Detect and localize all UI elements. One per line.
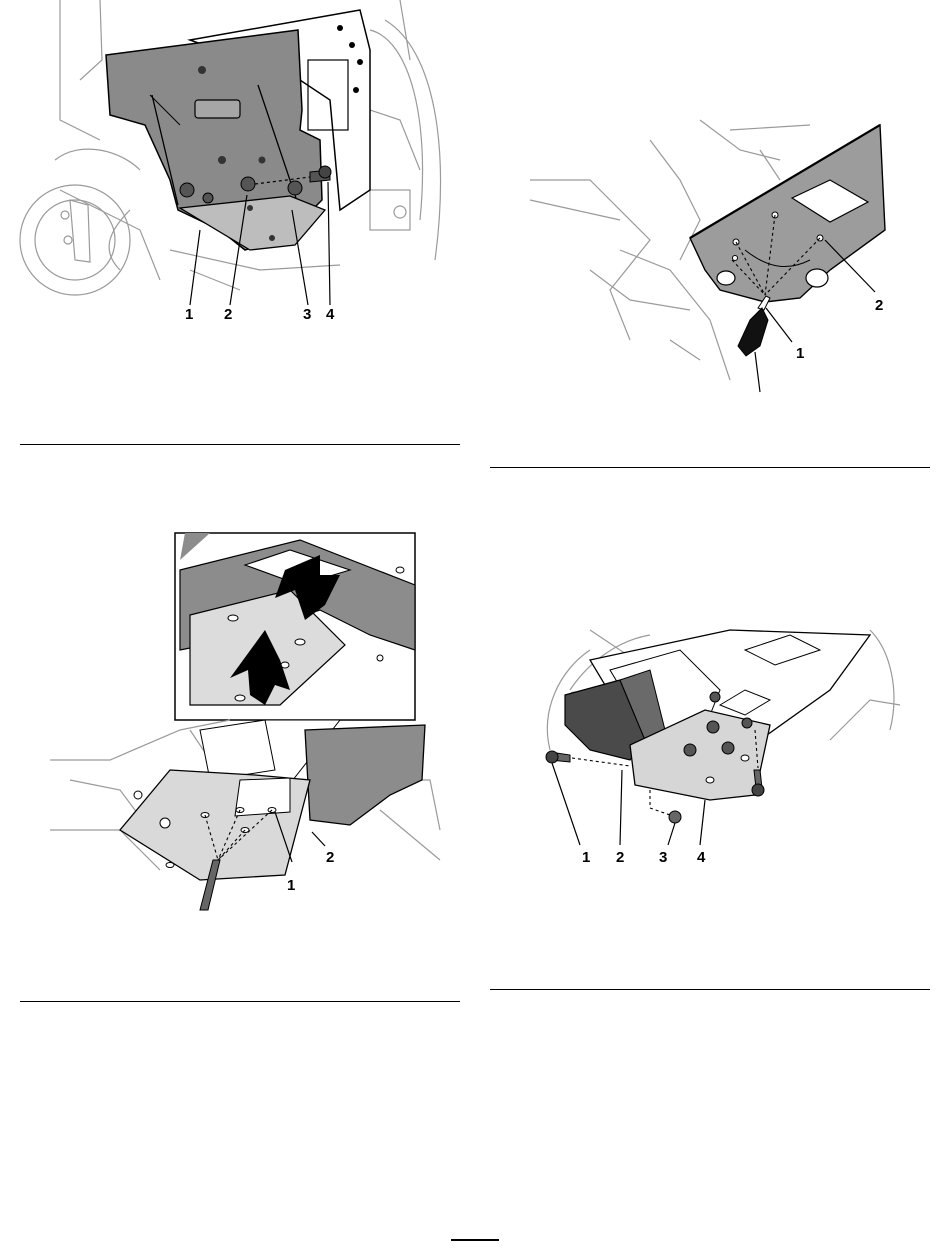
figure-2-divider: [490, 467, 930, 468]
figure-2-callout-2: 2: [875, 298, 883, 313]
figure-4-callout-1: 1: [582, 850, 590, 865]
figure-3: 2 1: [50, 530, 440, 910]
figure-3-callout-1: 1: [287, 878, 295, 893]
figure-2: 2 1: [530, 120, 910, 400]
figure-1-callout-2: 2: [224, 307, 232, 322]
figure-4-callout-2: 2: [616, 850, 624, 865]
figure-3-illustration: [50, 530, 440, 910]
figure-1-callout-4: 4: [326, 307, 334, 322]
figure-1-callout-3: 3: [303, 307, 311, 322]
figure-3-divider: [20, 1001, 460, 1002]
figure-4-divider: [490, 989, 930, 990]
figure-4-callout-4: 4: [697, 850, 705, 865]
figure-3-callout-2: 2: [326, 850, 334, 865]
figure-1-illustration: [40, 0, 440, 340]
figure-1: 1 2 3 4: [40, 0, 440, 340]
figure-1-divider: [20, 444, 460, 445]
figure-2-illustration: [530, 120, 910, 400]
figure-1-callout-1: 1: [185, 307, 193, 322]
figure-4: 1 2 3 4: [530, 630, 910, 880]
page-footer-line: [451, 1239, 499, 1241]
figure-4-illustration: [530, 630, 910, 880]
figure-4-callout-3: 3: [659, 850, 667, 865]
figure-2-callout-1: 1: [796, 346, 804, 361]
